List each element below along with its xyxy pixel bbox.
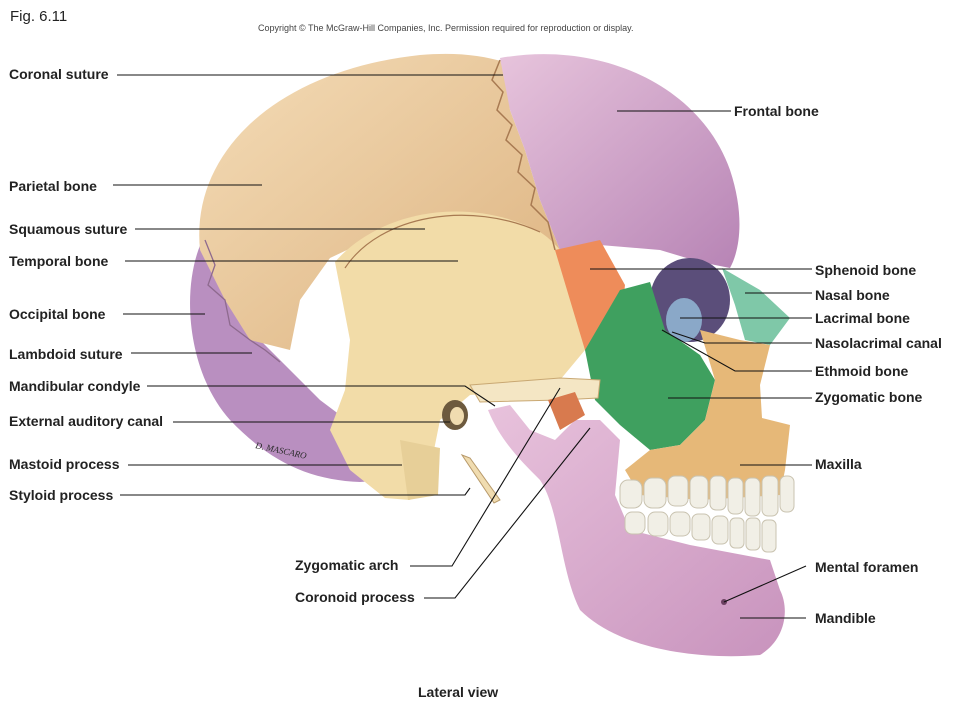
teeth-group <box>619 475 795 553</box>
label-occipital-bone: Occipital bone <box>9 306 106 322</box>
label-zygomatic-bone: Zygomatic bone <box>815 389 923 405</box>
squamous-suture-line <box>344 214 541 269</box>
zygomatic-bone-shape <box>585 282 715 450</box>
maxilla-shape <box>625 330 790 500</box>
frontal-bone-shape <box>500 54 740 269</box>
label-mandible: Mandible <box>815 610 876 626</box>
label-maxilla: Maxilla <box>815 456 862 472</box>
label-coronoid-process: Coronoid process <box>295 589 415 605</box>
leader-lines <box>113 74 812 619</box>
label-ethmoid-bone: Ethmoid bone <box>815 363 909 379</box>
lacrimal-region <box>666 298 702 342</box>
label-styloid-process: Styloid process <box>9 487 114 503</box>
label-coronal-suture: Coronal suture <box>9 66 109 82</box>
label-parietal-bone: Parietal bone <box>9 178 97 194</box>
occipital-bone-shape <box>190 235 430 482</box>
label-nasal-bone: Nasal bone <box>815 287 890 303</box>
figure-caption: Lateral view <box>418 684 499 700</box>
label-lambdoid-suture: Lambdoid suture <box>9 346 123 362</box>
label-frontal-bone: Frontal bone <box>734 103 819 119</box>
label-external-auditory-canal: External auditory canal <box>9 413 164 429</box>
parietal-bone-shape <box>199 53 560 351</box>
coronoid-process-shape <box>548 392 585 430</box>
label-lacrimal-bone: Lacrimal bone <box>815 310 910 326</box>
label-sphenoid-bone: Sphenoid bone <box>815 262 917 278</box>
temporal-bone-shape <box>330 211 586 500</box>
label-squamous-suture: Squamous suture <box>9 221 128 237</box>
label-zygomatic-arch: Zygomatic arch <box>295 557 399 573</box>
label-mental-foramen: Mental foramen <box>815 559 919 575</box>
mandible-shape <box>488 405 785 657</box>
lambdoid-suture-line <box>204 239 281 363</box>
figure-number: Fig. 6.11 <box>10 8 68 25</box>
label-mastoid-process: Mastoid process <box>9 456 120 472</box>
copyright-notice: Copyright © The McGraw-Hill Companies, I… <box>258 23 634 33</box>
label-nasolacrimal-canal: Nasolacrimal canal <box>815 335 942 351</box>
coronal-suture-line <box>491 59 556 251</box>
label-mandibular-condyle: Mandibular condyle <box>9 378 141 394</box>
label-temporal-bone: Temporal bone <box>9 253 109 269</box>
nasal-bone-shape <box>722 268 790 345</box>
mastoid-process-shape <box>400 440 440 500</box>
styloid-process-shape <box>460 453 501 504</box>
